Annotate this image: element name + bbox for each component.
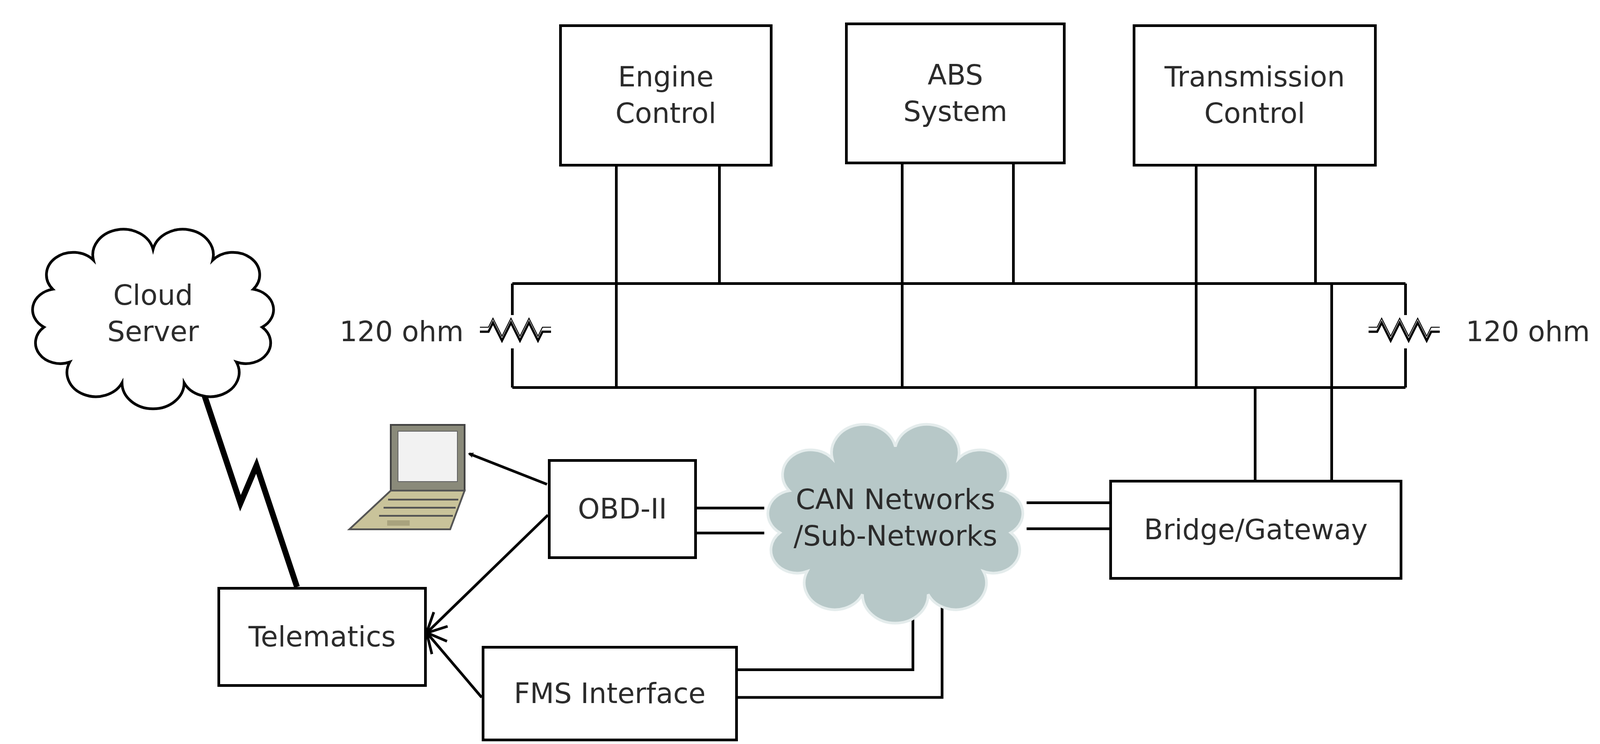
node-label: OBD-II (577, 491, 667, 528)
telematics-box: Telematics (217, 587, 427, 688)
data-arrow (427, 633, 482, 698)
wireless-link (199, 381, 298, 588)
resistor-symbol (479, 315, 552, 349)
ecu-box: Transmission Control (1132, 24, 1377, 167)
node-label: Transmission Control (1146, 58, 1363, 132)
node-label: Engine Control (598, 58, 734, 132)
node-label: Bridge/Gateway (1143, 511, 1368, 549)
connector-line (199, 381, 298, 588)
node-label: Telematics (248, 619, 396, 656)
gateway-box: Bridge/Gateway (1109, 479, 1403, 580)
ecu-box: ABS System (845, 22, 1066, 165)
node-label: CAN Networks /Sub-Networks (789, 481, 1002, 555)
network-cloud: CAN Networks /Sub-Networks (749, 413, 1042, 623)
connector-line (696, 531, 765, 535)
cloud-outline (749, 413, 1042, 623)
ecu-box: Engine Control (559, 24, 773, 167)
can-bus (512, 283, 1406, 388)
cloud-server: Cloud Server (15, 219, 291, 409)
port-box: OBD-II (547, 459, 697, 560)
connector-line (427, 515, 548, 633)
laptop-icon (349, 424, 465, 530)
connector-line (427, 633, 482, 698)
obd-laptop-arrow (469, 453, 547, 485)
can-link (696, 508, 765, 534)
data-arrow (427, 515, 548, 633)
node-label: Cloud Server (94, 277, 212, 350)
node-label: ABS System (887, 57, 1023, 130)
connector-line (1026, 501, 1110, 505)
bus-drop-wires (616, 163, 1332, 481)
resistor-symbol (1368, 315, 1440, 349)
resistor-value: 120 ohm (339, 315, 464, 349)
connector-line (696, 506, 765, 510)
can-link (1026, 502, 1110, 529)
interface-box: FMS Interface (481, 646, 738, 742)
node-label: FMS Interface (514, 675, 706, 713)
cloud-outline (15, 219, 291, 409)
connector-line (1026, 527, 1110, 531)
resistor-value: 120 ohm (1465, 315, 1591, 349)
